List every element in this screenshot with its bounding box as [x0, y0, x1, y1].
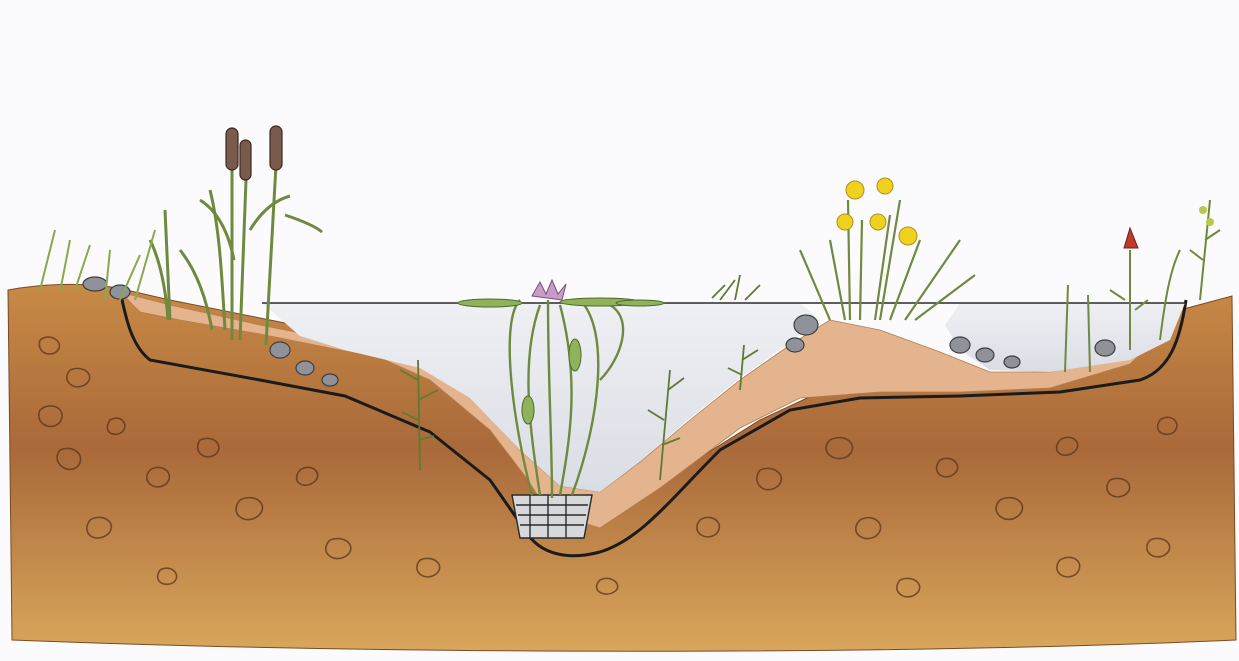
planting-basket-icon	[512, 495, 592, 538]
